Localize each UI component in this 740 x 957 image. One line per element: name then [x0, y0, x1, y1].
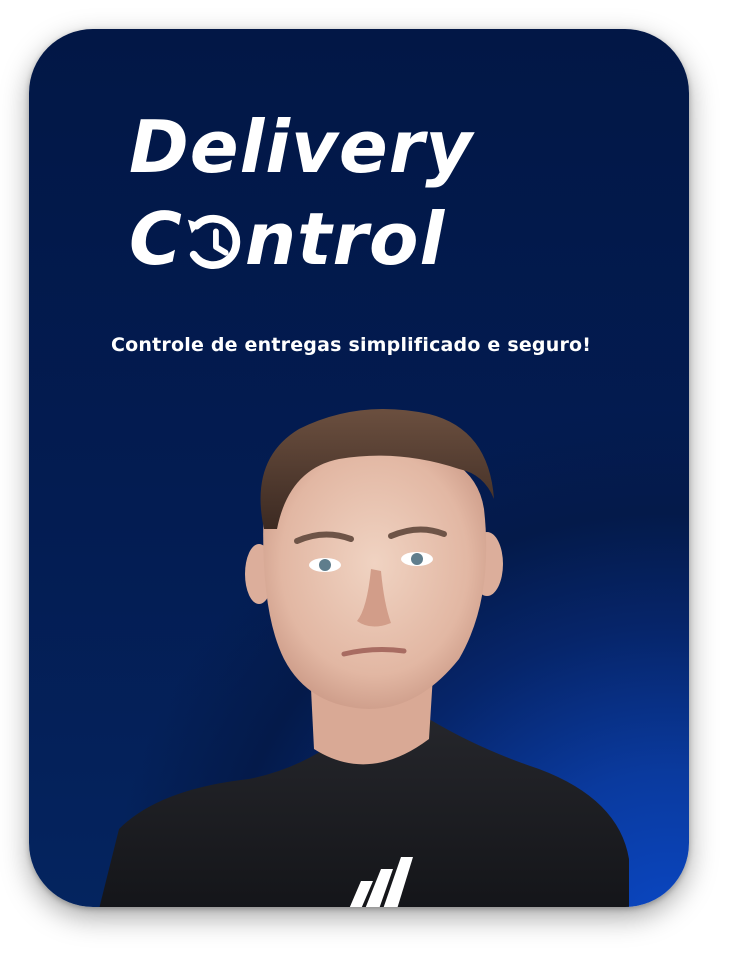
person-portrait-icon [99, 409, 629, 907]
brand-line-2: C ntrol [129, 193, 473, 285]
promo-card: Delivery C ntrol Controle de entregas si… [29, 29, 689, 907]
brand-line-2-prefix: C [129, 197, 183, 281]
brand-line-1: Delivery [129, 105, 474, 189]
tagline: Controle de entregas simplificado e segu… [111, 334, 592, 356]
brand-logo: Delivery C ntrol [129, 101, 473, 285]
brand-line-2-suffix: ntrol [244, 197, 446, 281]
clock-rewind-icon [187, 214, 241, 269]
